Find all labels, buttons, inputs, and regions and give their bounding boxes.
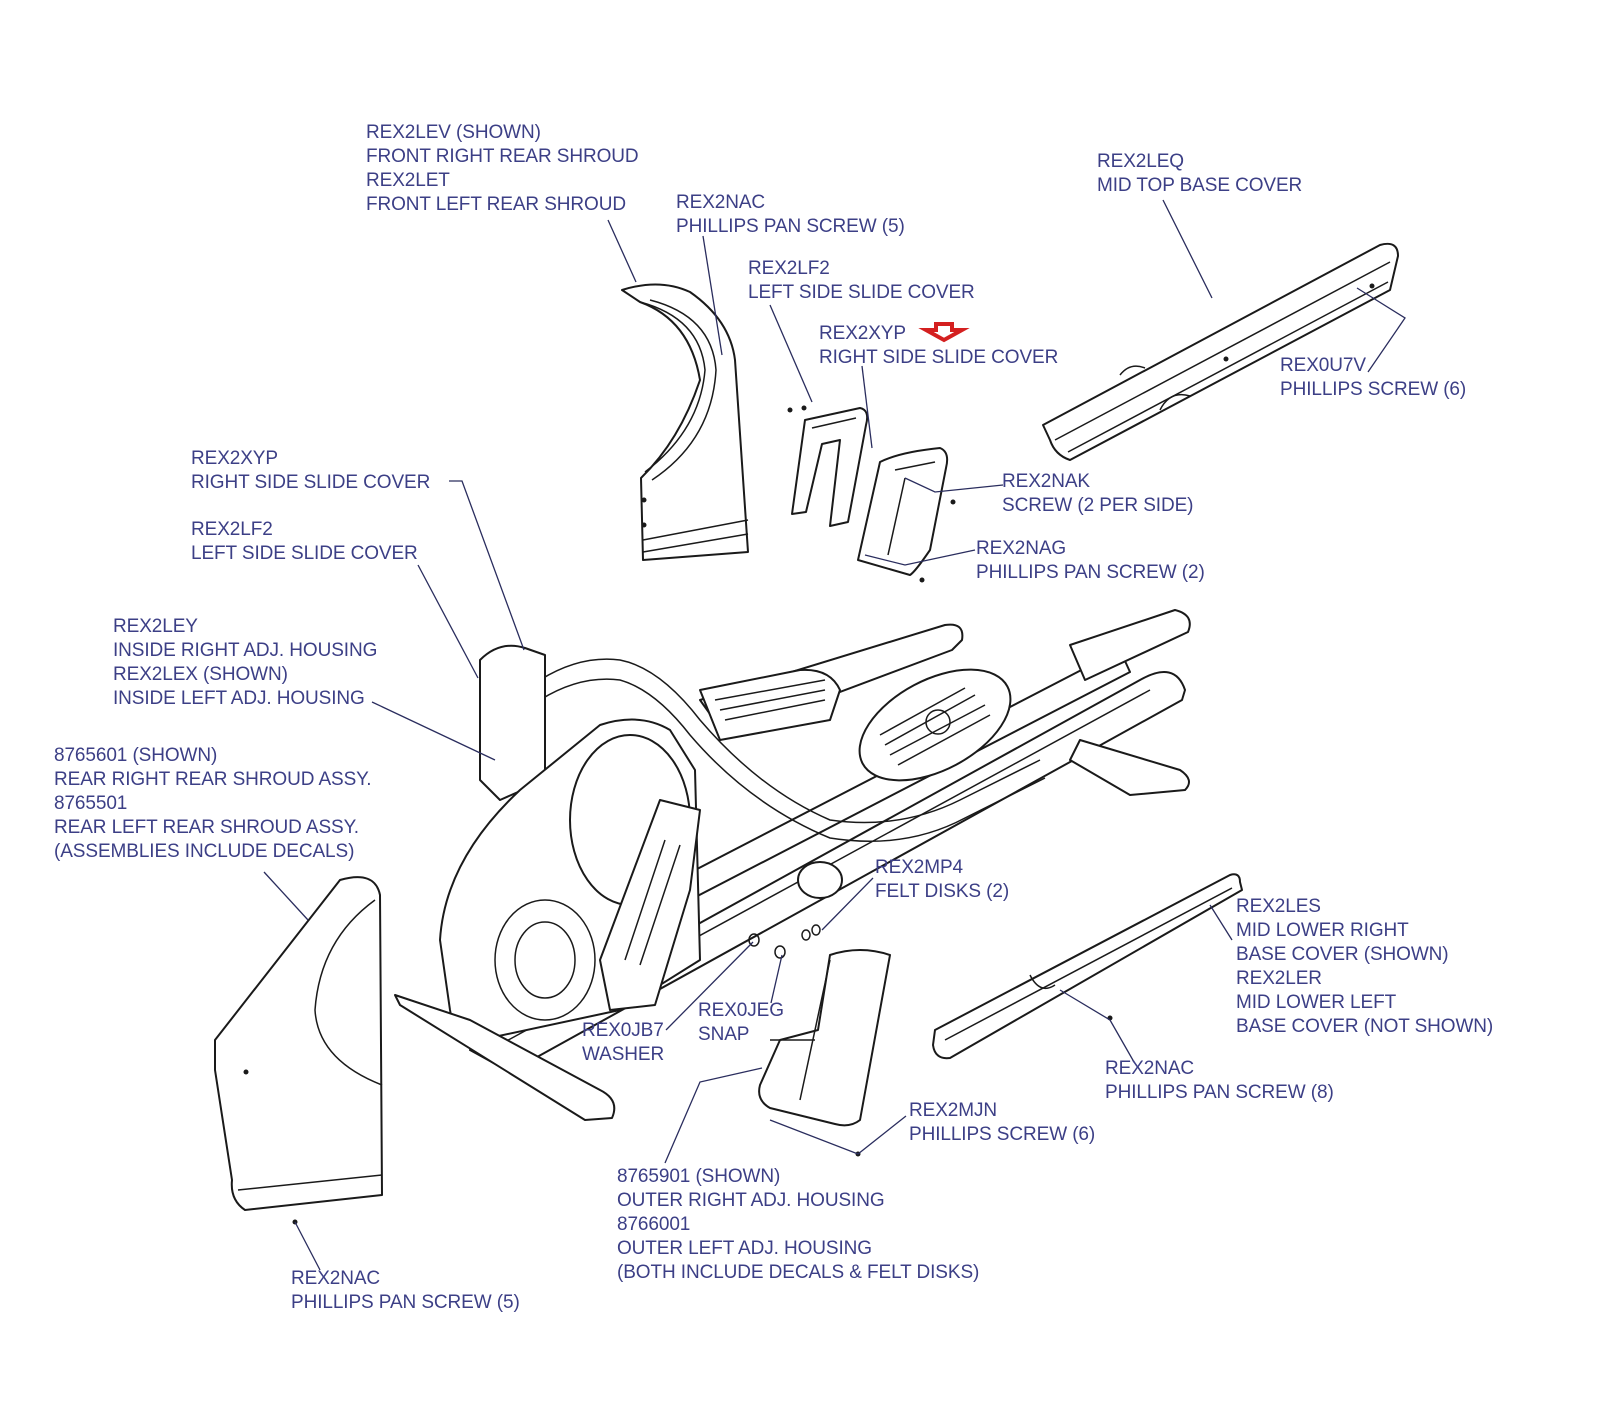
part-number: REX2LEV (SHOWN) <box>366 122 541 143</box>
part-number: REX0JB7 <box>582 1020 664 1041</box>
callout-phillips-pan-screw-bottom: REX2NAC PHILLIPS PAN SCREW (5) <box>291 1267 520 1315</box>
part-number: REX2NAG <box>976 538 1067 559</box>
part-number: 8766001 <box>617 1214 691 1235</box>
part-number: REX2NAC <box>676 192 766 213</box>
part-number: 8765501 <box>54 793 128 814</box>
part-number: REX0JEG <box>698 1000 784 1021</box>
callout-washer: REX0JB7 WASHER <box>582 1019 664 1067</box>
part-number: REX2XYP <box>819 323 906 344</box>
part-number: REX2NAC <box>1105 1058 1195 1079</box>
callout-outer-adj-housing: 8765901 (SHOWN) OUTER RIGHT ADJ. HOUSING… <box>617 1165 979 1285</box>
mid-top-base-cover-part <box>1042 242 1399 461</box>
part-description: PHILLIPS PAN SCREW (5) <box>676 216 905 237</box>
part-note: (BOTH INCLUDE DECALS & FELT DISKS) <box>617 1262 980 1283</box>
part-number: REX2MP4 <box>875 857 964 878</box>
red-down-arrow-icon <box>918 322 970 343</box>
part-number: REX2NAC <box>291 1268 381 1289</box>
part-number: REX2LET <box>366 170 450 191</box>
callout-mid-top-base-cover: REX2LEQ MID TOP BASE COVER <box>1097 150 1302 198</box>
part-number: REX2LER <box>1236 968 1322 989</box>
part-description: PHILLIPS PAN SCREW (2) <box>976 562 1205 583</box>
elliptical-frame-assembly <box>394 609 1191 1121</box>
part-description: OUTER RIGHT ADJ. HOUSING <box>617 1190 885 1211</box>
part-description: PHILLIPS PAN SCREW (5) <box>291 1292 520 1313</box>
part-description: FRONT RIGHT REAR SHROUD <box>366 146 639 167</box>
part-description: MID LOWER LEFT <box>1236 992 1397 1013</box>
mid-lower-base-cover-part <box>932 873 1243 1060</box>
callout-inside-adj-housing: REX2LEY INSIDE RIGHT ADJ. HOUSING REX2LE… <box>113 615 377 711</box>
callout-right-side-slide-cover-left: REX2XYP RIGHT SIDE SLIDE COVER <box>191 447 430 495</box>
callout-rear-rear-shroud-assy: 8765601 (SHOWN) REAR RIGHT REAR SHROUD A… <box>54 744 372 864</box>
part-description: FELT DISKS (2) <box>875 881 1010 902</box>
part-number: REX2LF2 <box>191 519 273 540</box>
part-description: PHILLIPS SCREW (6) <box>909 1124 1096 1145</box>
outer-adj-housing-part <box>758 949 891 1157</box>
part-description: BASE COVER (NOT SHOWN) <box>1236 1016 1494 1037</box>
callout-mid-lower-base-cover: REX2LES MID LOWER RIGHT BASE COVER (SHOW… <box>1236 895 1493 1039</box>
part-note: (ASSEMBLIES INCLUDE DECALS) <box>54 841 355 862</box>
part-description: INSIDE RIGHT ADJ. HOUSING <box>113 640 378 661</box>
part-number: REX2LEX (SHOWN) <box>113 664 288 685</box>
part-number: REX2LF2 <box>748 258 830 279</box>
callout-front-rear-shroud: REX2LEV (SHOWN) FRONT RIGHT REAR SHROUD … <box>366 121 639 217</box>
part-description: RIGHT SIDE SLIDE COVER <box>819 347 1059 368</box>
part-number: REX2LEQ <box>1097 151 1184 172</box>
part-number: 8765901 (SHOWN) <box>617 1166 781 1187</box>
part-number: 8765601 (SHOWN) <box>54 745 218 766</box>
part-description: OUTER LEFT ADJ. HOUSING <box>617 1238 872 1259</box>
part-description: REAR LEFT REAR SHROUD ASSY. <box>54 817 359 838</box>
callout-phillips-pan-screw-2: REX2NAG PHILLIPS PAN SCREW (2) <box>976 537 1205 585</box>
part-description: LEFT SIDE SLIDE COVER <box>191 543 418 564</box>
callout-phillips-screw-6-bottom: REX2MJN PHILLIPS SCREW (6) <box>909 1099 1095 1147</box>
part-description: INSIDE LEFT ADJ. HOUSING <box>113 688 365 709</box>
callout-phillips-pan-screw-8: REX2NAC PHILLIPS PAN SCREW (8) <box>1105 1057 1334 1105</box>
callout-phillips-screw-top-right: REX0U7V PHILLIPS SCREW (6) <box>1280 354 1466 402</box>
callout-snap: REX0JEG SNAP <box>698 999 784 1047</box>
callout-left-side-slide-cover-top: REX2LF2 LEFT SIDE SLIDE COVER <box>748 257 975 305</box>
part-description: BASE COVER (SHOWN) <box>1236 944 1449 965</box>
part-number: REX0U7V <box>1280 355 1366 376</box>
part-description: PHILLIPS SCREW (6) <box>1280 379 1467 400</box>
part-description: WASHER <box>582 1044 665 1065</box>
part-description: REAR RIGHT REAR SHROUD ASSY. <box>54 769 372 790</box>
left-side-slide-cover-part <box>787 405 869 527</box>
callout-right-side-slide-cover-top: REX2XYP RIGHT SIDE SLIDE COVER <box>819 322 1058 370</box>
part-number: REX2XYP <box>191 448 278 469</box>
callout-left-side-slide-cover-left: REX2LF2 LEFT SIDE SLIDE COVER <box>191 518 418 566</box>
right-side-slide-cover-part <box>857 447 956 583</box>
part-description: LEFT SIDE SLIDE COVER <box>748 282 975 303</box>
part-number: REX2NAK <box>1002 471 1091 492</box>
rear-rear-shroud-assy-part <box>214 876 383 1225</box>
leader-lines <box>263 199 1406 1271</box>
callout-phillips-pan-screw-top: REX2NAC PHILLIPS PAN SCREW (5) <box>676 191 905 239</box>
part-description: SCREW (2 PER SIDE) <box>1002 495 1194 516</box>
part-description: FRONT LEFT REAR SHROUD <box>366 194 626 215</box>
part-description: SNAP <box>698 1024 750 1045</box>
callout-felt-disks: REX2MP4 FELT DISKS (2) <box>875 856 1009 904</box>
front-rear-shroud-part <box>621 283 749 561</box>
part-number: REX2LES <box>1236 896 1321 917</box>
part-number: REX2LEY <box>113 616 198 637</box>
callout-screw-2-per-side: REX2NAK SCREW (2 PER SIDE) <box>1002 470 1194 518</box>
part-number: REX2MJN <box>909 1100 997 1121</box>
part-description: MID LOWER RIGHT <box>1236 920 1409 941</box>
part-description: MID TOP BASE COVER <box>1097 175 1303 196</box>
part-description: RIGHT SIDE SLIDE COVER <box>191 472 431 493</box>
part-description: PHILLIPS PAN SCREW (8) <box>1105 1082 1334 1103</box>
